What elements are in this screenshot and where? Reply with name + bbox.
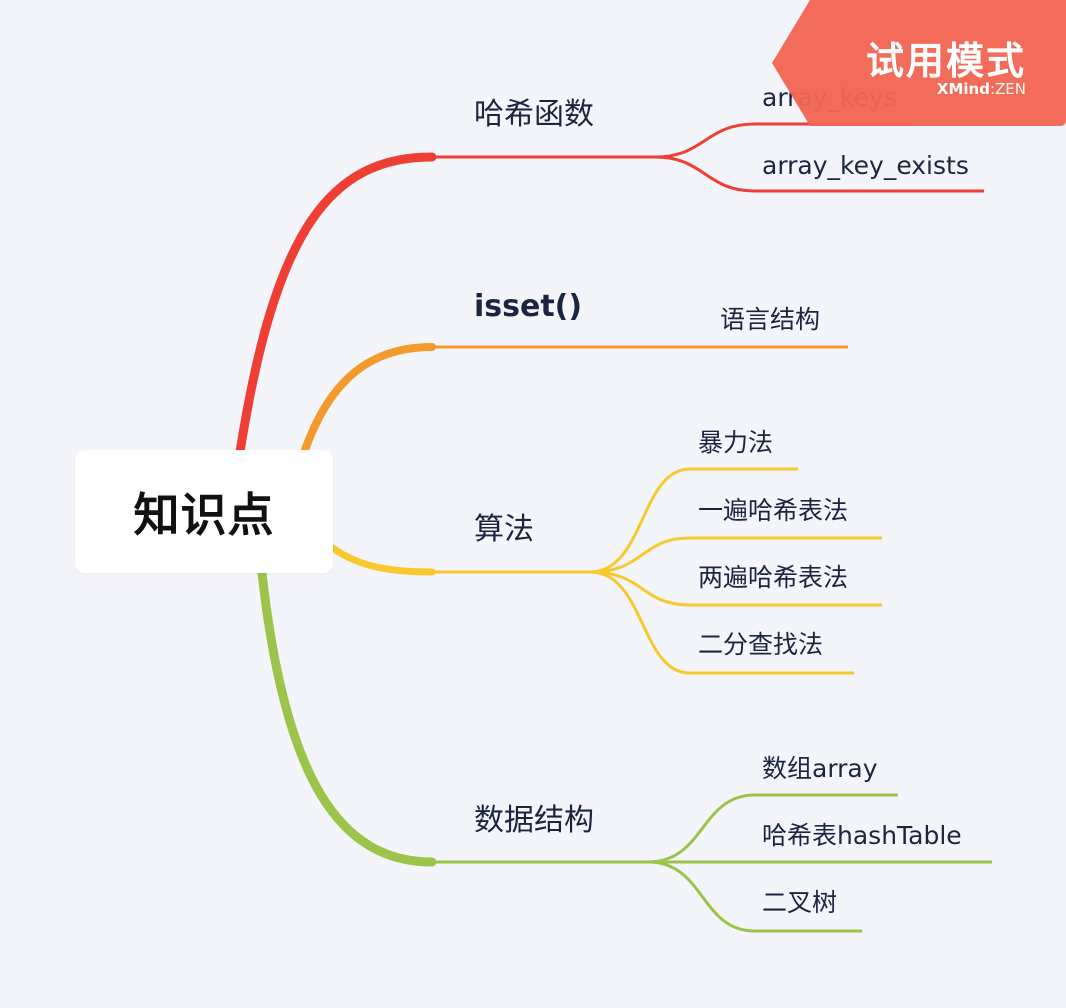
connector-root-algo [329, 544, 436, 576]
xmind-zen-logo: XMind:ZEN [937, 80, 1026, 98]
connector-tree [647, 860, 862, 933]
brand-separator: : [989, 80, 996, 98]
brand-edition: ZEN [995, 80, 1026, 98]
topic-hash-table[interactable]: 哈希表hashTable [762, 821, 962, 850]
topic-array-key-exists[interactable]: array_key_exists [762, 151, 969, 180]
topic-two-pass-hash[interactable]: 两遍哈希表法 [698, 563, 849, 592]
root-label: 知识点 [133, 487, 275, 542]
connector-brute [589, 467, 798, 574]
connector-array [647, 793, 898, 864]
trial-mode-badge: 试用模式 XMind:ZEN [772, 0, 1066, 126]
connector-binary [589, 570, 854, 675]
topic-one-pass-hash[interactable]: 一遍哈希表法 [698, 496, 849, 525]
topic-array[interactable]: 数组array [762, 754, 878, 783]
brand-name: XMind [936, 80, 990, 98]
topic-binary-tree[interactable]: 二叉树 [762, 888, 838, 917]
root-node[interactable]: 知识点 [75, 450, 333, 573]
connector-root-hash [235, 152, 437, 457]
branch-hash-functions[interactable]: 哈希函数 [474, 97, 594, 132]
branch-isset[interactable]: isset() [474, 289, 583, 324]
connector-two-pass [589, 570, 882, 607]
trial-mode-title: 试用模式 [865, 39, 1026, 83]
badge-shape [772, 0, 1066, 126]
connector-root-isset [301, 343, 436, 454]
connector-one-pass [589, 536, 882, 574]
connector-root-ds [257, 568, 437, 867]
branch-algorithms[interactable]: 算法 [474, 512, 534, 547]
connector-array-key-exists [654, 155, 984, 193]
topic-binary-search[interactable]: 二分查找法 [698, 630, 824, 659]
topic-brute-force[interactable]: 暴力法 [698, 428, 774, 457]
topic-language-construct[interactable]: 语言结构 [720, 305, 821, 334]
branch-data-structures[interactable]: 数据结构 [474, 803, 594, 838]
connector-array-keys [654, 122, 912, 159]
